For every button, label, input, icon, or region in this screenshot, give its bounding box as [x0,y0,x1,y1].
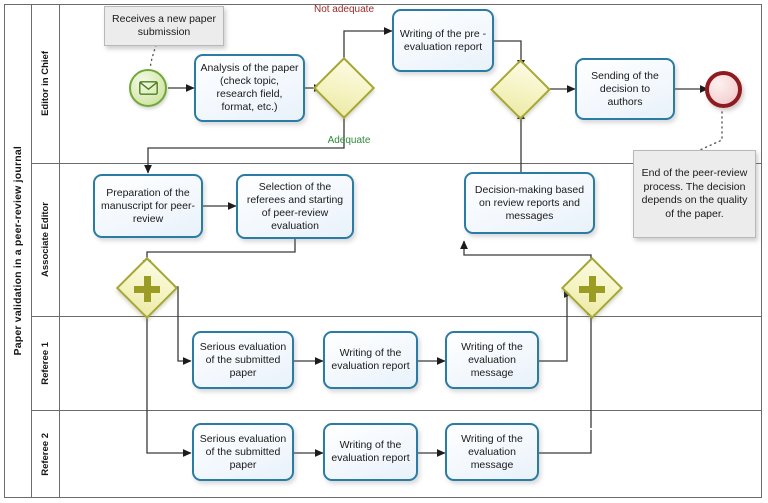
task-label: Writing of the evaluation report [331,347,410,372]
lane-label-referee-1: Referee 1 [32,316,60,410]
task-preparation-of-manuscript[interactable]: Preparation of the manuscript for peer-r… [93,174,203,238]
lane-label-referee-2: Referee 2 [32,410,60,498]
task-label: Analysis of the paper (check topic, rese… [200,62,299,113]
pool-title: Paper validation in a peer-review journa… [4,4,32,498]
annotation-end-note-text: End of the peer-review process. The deci… [641,167,748,220]
task-label: Selection of the referees and starting o… [246,180,344,232]
exclusive-gateway-merge[interactable] [490,59,551,120]
task-referee1-writing-message[interactable]: Writing of the evaluation message [445,331,539,389]
flow-label-not-adequate: Not adequate [313,4,375,16]
lane-label-text: Associate Editor [40,202,51,277]
task-label: Decision-making based on review reports … [474,183,585,222]
task-label: Serious evaluation of the submitted pape… [199,340,287,379]
exclusive-gateway-adequacy[interactable] [312,56,376,120]
lane-label-text: Referee 2 [40,432,51,476]
annotation-start-note-text: Receives a new paper submission [112,12,216,39]
task-label: Writing of the evaluation message [461,340,523,379]
lane-separator-2 [32,316,762,317]
parallel-gateway-join[interactable] [560,256,624,320]
task-label: Sending of the decision to authors [591,69,659,108]
end-event[interactable] [705,71,742,108]
message-start-event[interactable] [129,69,167,107]
gateway-diamond [312,56,376,120]
task-selection-of-referees[interactable]: Selection of the referees and starting o… [236,174,354,239]
annotation-start-note: Receives a new paper submission [104,6,224,46]
lane-separator-1 [32,163,762,164]
parallel-gateway-split[interactable] [115,256,179,320]
lane-label-associate-editor: Associate Editor [32,163,60,316]
task-referee1-serious-evaluation[interactable]: Serious evaluation of the submitted pape… [192,331,294,389]
pool-title-label: Paper validation in a peer-review journa… [11,146,24,356]
task-decision-making[interactable]: Decision-making based on review reports … [464,172,595,234]
task-referee2-writing-message[interactable]: Writing of the evaluation message [445,423,539,481]
task-label: Writing of the pre -evaluation report [399,27,487,53]
flow-label-text: Adequate [327,135,371,146]
flow-label-adequate: Adequate [318,135,380,147]
task-label: Preparation of the manuscript for peer-r… [101,186,195,225]
task-label: Writing of the evaluation message [461,432,523,471]
task-referee2-serious-evaluation[interactable]: Serious evaluation of the submitted pape… [192,423,294,481]
task-analysis-of-paper[interactable]: Analysis of the paper (check topic, rese… [194,54,305,122]
gateway-diamond [490,59,551,120]
lane-label-editor-in-chief: Editor in Chief [32,4,60,163]
lane-label-text: Editor in Chief [40,51,51,116]
flow-label-text: Not adequate [313,4,375,15]
plus-icon-vertical [143,276,151,302]
task-referee1-writing-report[interactable]: Writing of the evaluation report [323,331,418,389]
lane-separator-3 [32,410,762,411]
task-writing-pre-evaluation-report[interactable]: Writing of the pre -evaluation report [392,9,494,72]
lane-label-text: Referee 1 [40,341,51,385]
task-referee2-writing-report[interactable]: Writing of the evaluation report [323,423,418,481]
envelope-icon [138,81,158,95]
task-sending-decision-to-authors[interactable]: Sending of the decision to authors [575,58,675,120]
task-label: Serious evaluation of the submitted pape… [199,432,287,471]
task-label: Writing of the evaluation report [331,439,410,464]
annotation-end-note: End of the peer-review process. The deci… [633,150,756,238]
plus-icon-vertical [588,276,596,302]
